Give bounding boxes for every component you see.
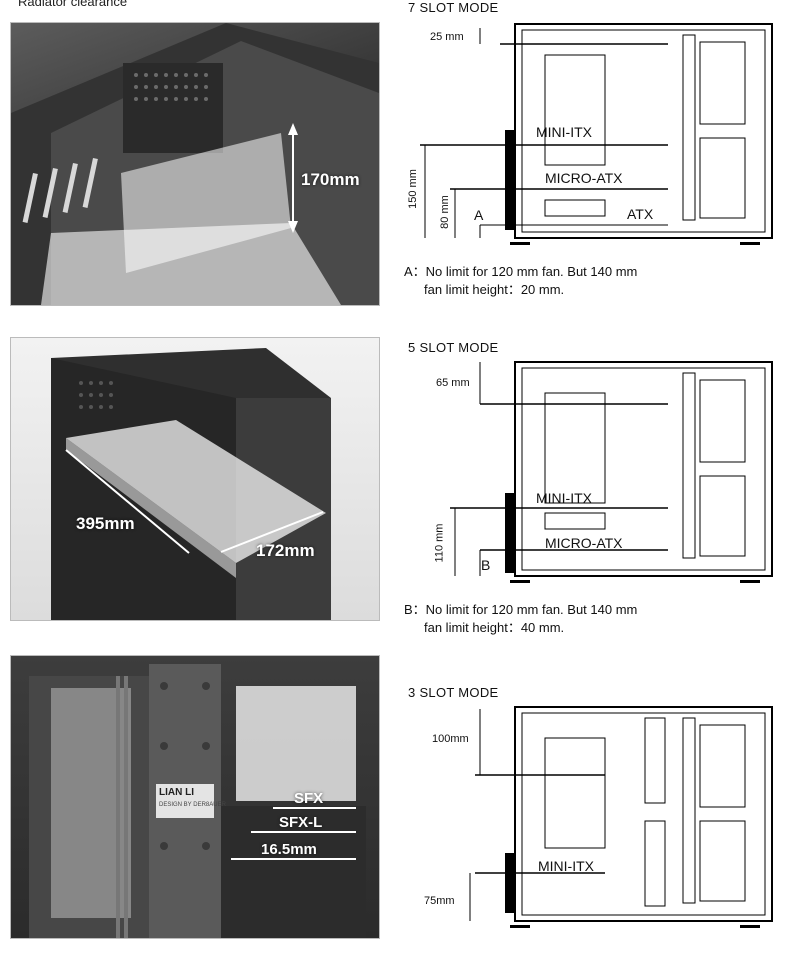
board-atx-7: ATX (627, 206, 654, 222)
diagram-5-slot (450, 361, 773, 583)
psu-sfxl-label: SFX-L (279, 814, 323, 831)
note-a: A：No limit for 120 mm fan. But 140 mm fa… (404, 263, 637, 299)
gpu-length-label: 395mm (76, 514, 135, 533)
board-mini-itx-5: MINI-ITX (536, 490, 592, 506)
dim-80mm: 80 mm (438, 195, 451, 229)
dim-25mm: 25 mm (430, 31, 464, 43)
board-mini-itx-3: MINI-ITX (538, 858, 594, 874)
mode-title-3-slot: 3 SLOT MODE (408, 685, 499, 700)
diagram-3-slot (469, 706, 773, 928)
dim-75mm: 75mm (424, 895, 455, 907)
brand-subtitle: DESIGN BY DER8AUER (159, 802, 226, 808)
note-a-line2: fan limit height：20 mm. (424, 282, 565, 297)
label-b: B (481, 557, 491, 573)
board-micro-atx-5: MICRO-ATX (545, 535, 623, 551)
mode-title-7-slot: 7 SLOT MODE (408, 0, 499, 15)
psu-sfx-label: SFX (294, 790, 324, 807)
gpu-height-label: 172mm (256, 541, 315, 560)
case-rear-illustration (29, 664, 366, 938)
photo-psu-clearance: LIAN LI DESIGN BY DER8AUER SFX SFX-L 16.… (10, 655, 380, 939)
psu-length-label: 16.5mm (261, 841, 317, 858)
label-a: A (474, 207, 484, 223)
note-a-line1: A：No limit for 120 mm fan. But 140 mm (404, 264, 638, 279)
photo-gpu-clearance: 395mm 172mm (10, 337, 380, 621)
dim-110mm: 110 mm (433, 523, 446, 563)
dim-150mm: 150 mm (406, 169, 419, 209)
diagram-7-slot (420, 23, 773, 245)
mode-title-5-slot: 5 SLOT MODE (408, 340, 499, 355)
note-b-line1: B：No limit for 120 mm fan. But 140 mm (404, 602, 638, 617)
board-mini-itx-7: MINI-ITX (536, 124, 592, 140)
cutoff-caption: Radiator clearance (18, 0, 128, 9)
dim-65mm: 65 mm (436, 377, 470, 389)
note-b-line2: fan limit height：40 mm. (424, 620, 565, 635)
board-micro-atx-7: MICRO-ATX (545, 170, 623, 186)
radiator-height-label: 170mm (301, 170, 360, 189)
note-b: B：No limit for 120 mm fan. But 140 mm fa… (404, 601, 637, 637)
brand-logo: LIAN LI (159, 787, 194, 798)
case-top-illustration (11, 23, 379, 305)
dim-100mm: 100mm (432, 733, 469, 745)
case-iso-illustration (51, 348, 331, 620)
photo-radiator-clearance: 170mm (10, 22, 380, 306)
